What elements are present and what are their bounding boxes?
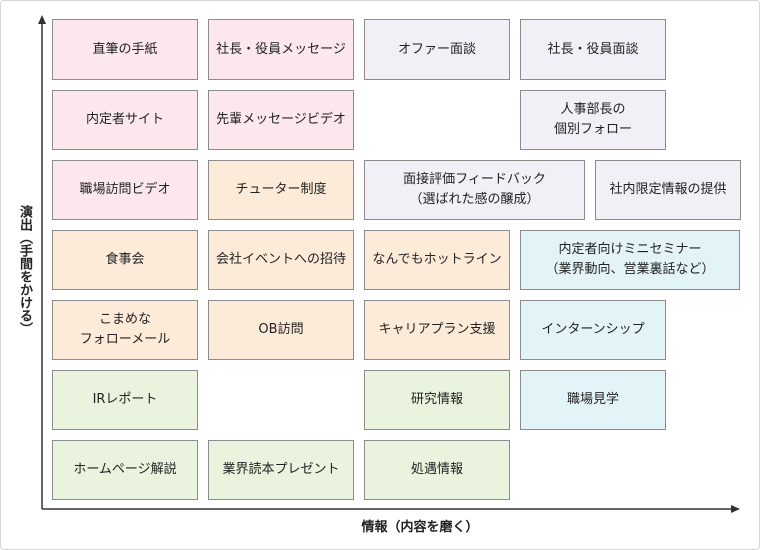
- box-research-info: 研究情報: [364, 370, 510, 430]
- box-workplace-video: 職場訪問ビデオ: [52, 160, 198, 220]
- box-homepage-guide: ホームページ解説: [52, 440, 198, 500]
- box-handwritten-letter: 直筆の手紙: [52, 19, 198, 80]
- box-internship: インターンシップ: [520, 300, 666, 360]
- box-naiteisha-site: 内定者サイト: [52, 90, 198, 150]
- box-followup-mail: こまめな フォローメール: [52, 300, 198, 360]
- box-dinner: 食事会: [52, 230, 198, 290]
- box-ir-report: IRレポート: [52, 370, 198, 430]
- x-axis-label: 情報（内容を磨く）: [361, 520, 479, 535]
- box-hr-manager-followup: 人事部長の 個別フォロー: [520, 90, 666, 150]
- box-interview-feedback: 面接評価フィードバック （選ばれた感の醸成）: [364, 160, 585, 220]
- box-event-invitation: 会社イベントへの招待: [208, 230, 354, 290]
- box-industry-book-gift: 業界読本プレゼント: [208, 440, 354, 500]
- box-executive-message: 社長・役員メッセージ: [208, 19, 354, 80]
- box-internal-info: 社内限定情報の提供: [595, 160, 741, 220]
- box-tutor-system: チューター制度: [208, 160, 354, 220]
- box-senior-message-video: 先輩メッセージビデオ: [208, 90, 354, 150]
- y-axis-label: 演出（手間をかける）: [17, 205, 32, 335]
- box-mini-seminar: 内定者向けミニセミナー （業界動向、営業裏話など）: [520, 230, 740, 290]
- box-workplace-tour: 職場見学: [520, 370, 666, 430]
- box-compensation-info: 処遇情報: [364, 440, 510, 500]
- x-axis-arrow: [731, 505, 740, 513]
- box-ob-visit: OB訪問: [208, 300, 354, 360]
- box-offer-interview: オファー面談: [364, 19, 510, 80]
- box-executive-interview: 社長・役員面談: [520, 19, 666, 80]
- box-hotline: なんでもホットライン: [364, 230, 510, 290]
- y-axis-arrow: [38, 15, 46, 24]
- box-career-support: キャリアプラン支援: [364, 300, 510, 360]
